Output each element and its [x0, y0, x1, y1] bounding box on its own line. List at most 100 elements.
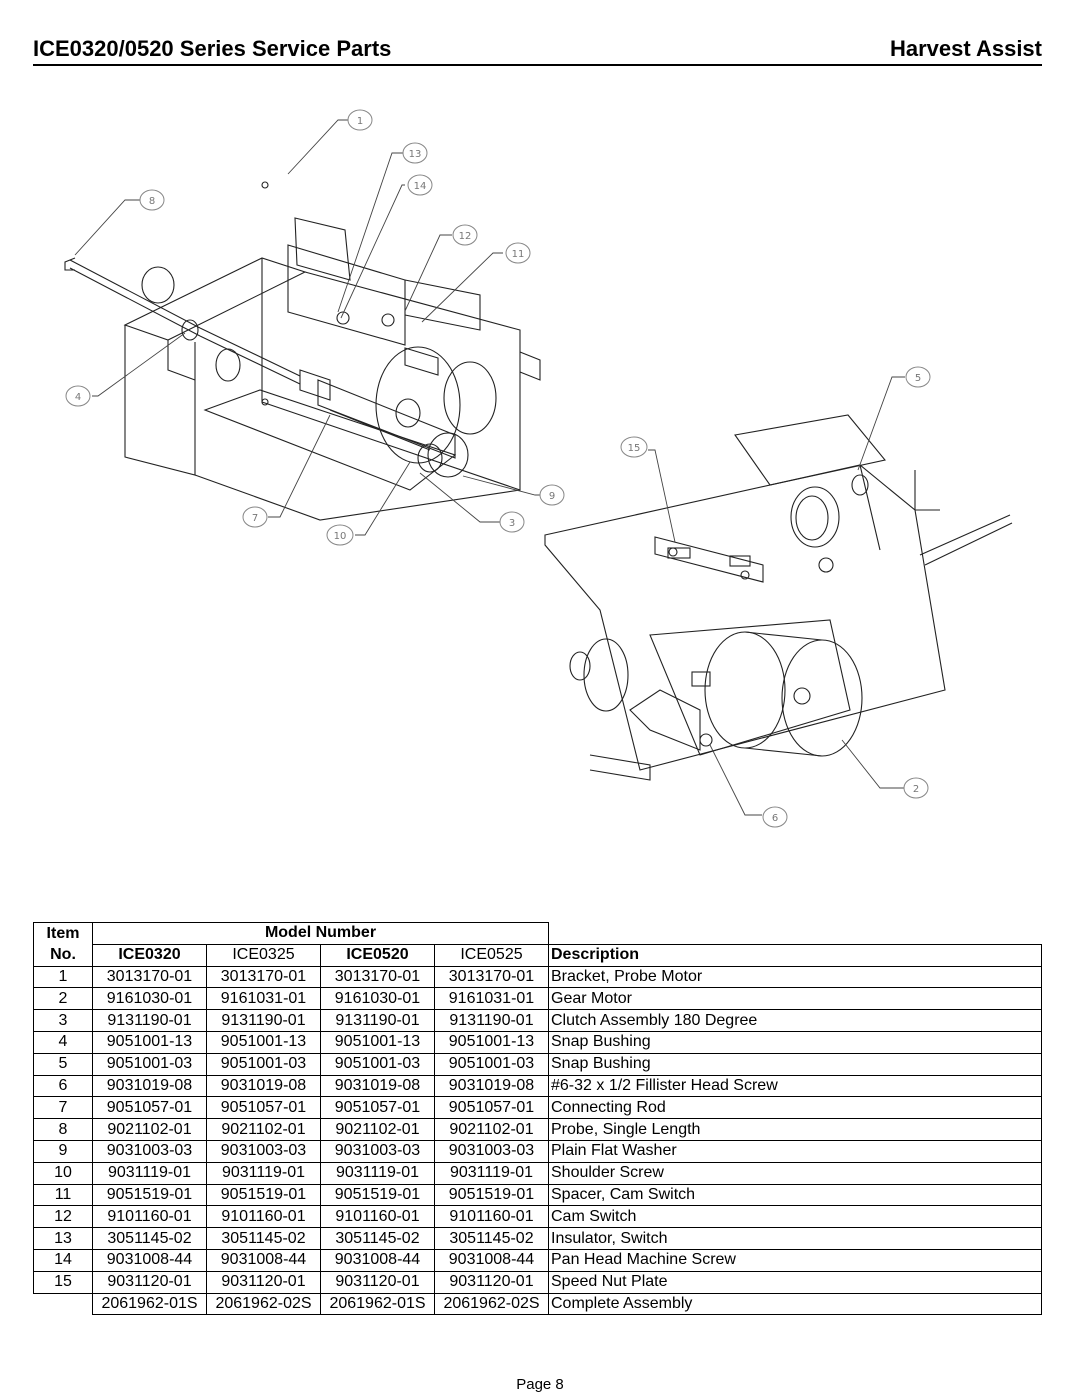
service-parts-table: Item Model Number No. ICE0320 ICE0325 IC… [33, 922, 1042, 1316]
header-model-ice0525: ICE0525 [434, 943, 549, 967]
part-ice0325: 9051519-01 [206, 1183, 321, 1207]
item-number: 15 [33, 1270, 93, 1294]
item-number: 6 [33, 1074, 93, 1098]
document-title: ICE0320/0520 Series Service Parts [33, 36, 392, 61]
part-ice0525: 9051001-03 [434, 1052, 549, 1076]
part-ice0325: 9101160-01 [206, 1205, 321, 1229]
cam-switch [287, 244, 406, 346]
part-ice0520: 9031119-01 [320, 1161, 435, 1185]
item-number: 9 [33, 1139, 93, 1163]
item-number: 7 [33, 1096, 93, 1120]
callout-9: 9 [549, 491, 555, 502]
part-ice0320: 9051001-13 [92, 1030, 207, 1054]
header-model-ice0520: ICE0520 [320, 943, 435, 967]
part-ice0520: 9051001-03 [320, 1052, 435, 1076]
item-number: 12 [33, 1205, 93, 1229]
exploded-parts-diagram: 1 13 14 12 11 8 4 9 3 10 7 5 15 2 6 [64, 109, 1013, 828]
part-ice0520: 9051057-01 [320, 1096, 435, 1120]
part-ice0525: 9161031-01 [434, 987, 549, 1011]
part-ice0525: 9031008-44 [434, 1248, 549, 1272]
part-ice0525: 9101160-01 [434, 1205, 549, 1229]
part-ice0320: 3013170-01 [92, 965, 207, 989]
part-ice0520: 9131190-01 [320, 1009, 435, 1032]
part-description: Insulator, Switch [548, 1227, 1042, 1250]
assembly-ice0525: 2061962-02S [434, 1292, 549, 1316]
item-number: 3 [33, 1009, 93, 1032]
part-ice0325: 9161031-01 [206, 987, 321, 1011]
part-description: Spacer, Cam Switch [548, 1183, 1042, 1207]
callout-1: 1 [357, 116, 363, 127]
part-ice0325: 3051145-02 [206, 1227, 321, 1250]
item-number: 1 [33, 965, 93, 989]
item-number: 11 [33, 1183, 93, 1207]
part-ice0320: 3051145-02 [92, 1227, 207, 1250]
part-ice0520: 3051145-02 [320, 1227, 435, 1250]
part-ice0320: 9131190-01 [92, 1009, 207, 1032]
part-ice0525: 9051057-01 [434, 1096, 549, 1120]
item-number: 4 [33, 1030, 93, 1054]
assembly-ice0325: 2061962-02S [206, 1292, 321, 1316]
part-ice0325: 9031003-03 [206, 1139, 321, 1163]
part-ice0325: 9131190-01 [206, 1009, 321, 1032]
part-ice0525: 3013170-01 [434, 965, 549, 989]
part-ice0520: 9101160-01 [320, 1205, 435, 1229]
section-title: Harvest Assist [889, 36, 1042, 61]
part-ice0320: 9051519-01 [92, 1183, 207, 1207]
callout-3: 3 [509, 518, 515, 529]
part-description: Shoulder Screw [548, 1161, 1042, 1185]
part-ice0520: 3013170-01 [320, 965, 435, 989]
part-description: Pan Head Machine Screw [548, 1248, 1042, 1272]
part-ice0525: 9031119-01 [434, 1161, 549, 1185]
switch-bracket [654, 536, 764, 583]
table-header-row-2: No. ICE0320 ICE0325 ICE0520 ICE0525 Desc… [33, 943, 1042, 967]
probe-rod [69, 259, 201, 337]
part-description: Speed Nut Plate [548, 1270, 1042, 1294]
part-description: Plain Flat Washer [548, 1139, 1042, 1163]
callout-5: 5 [915, 373, 921, 384]
assembly-ice0320: 2061962-01S [92, 1292, 207, 1316]
part-ice0320: 9031003-03 [92, 1139, 207, 1163]
part-ice0325: 9031119-01 [206, 1161, 321, 1185]
part-ice0525: 9051519-01 [434, 1183, 549, 1207]
part-description: Bracket, Probe Motor [548, 965, 1042, 989]
part-description: Gear Motor [548, 987, 1042, 1011]
part-ice0520: 9021102-01 [320, 1118, 435, 1141]
callout-11: 11 [512, 249, 525, 260]
part-ice0525: 9031003-03 [434, 1139, 549, 1163]
header-description: Description [548, 943, 1042, 967]
part-ice0320: 9031119-01 [92, 1161, 207, 1185]
callout-7: 7 [252, 513, 258, 524]
callout-10: 10 [334, 531, 347, 542]
part-ice0320: 9051001-03 [92, 1052, 207, 1076]
part-ice0320: 9031019-08 [92, 1074, 207, 1098]
page-number: Page 8 [516, 1376, 564, 1393]
header-model-number: Model Number [92, 922, 549, 945]
part-ice0325: 9031019-08 [206, 1074, 321, 1098]
part-ice0525: 9031019-08 [434, 1074, 549, 1098]
part-ice0525: 9131190-01 [434, 1009, 549, 1032]
part-ice0325: 3013170-01 [206, 965, 321, 989]
item-number: 5 [33, 1052, 93, 1076]
header-model-ice0320: ICE0320 [92, 943, 207, 967]
part-ice0525: 3051145-02 [434, 1227, 549, 1250]
part-ice0320: 9021102-01 [92, 1118, 207, 1141]
item-number: 13 [33, 1227, 93, 1250]
speed-nut-plate [734, 414, 886, 486]
part-description: Clutch Assembly 180 Degree [548, 1009, 1042, 1032]
part-ice0325: 9031008-44 [206, 1248, 321, 1272]
part-ice0320: 9031008-44 [92, 1248, 207, 1272]
part-ice0320: 9031120-01 [92, 1270, 207, 1294]
part-ice0320: 9051057-01 [92, 1096, 207, 1120]
part-description: Connecting Rod [548, 1096, 1042, 1120]
part-ice0325: 9051001-13 [206, 1030, 321, 1054]
clutch-assembly [375, 346, 461, 464]
callout-14: 14 [414, 181, 427, 192]
part-ice0325: 9031120-01 [206, 1270, 321, 1294]
